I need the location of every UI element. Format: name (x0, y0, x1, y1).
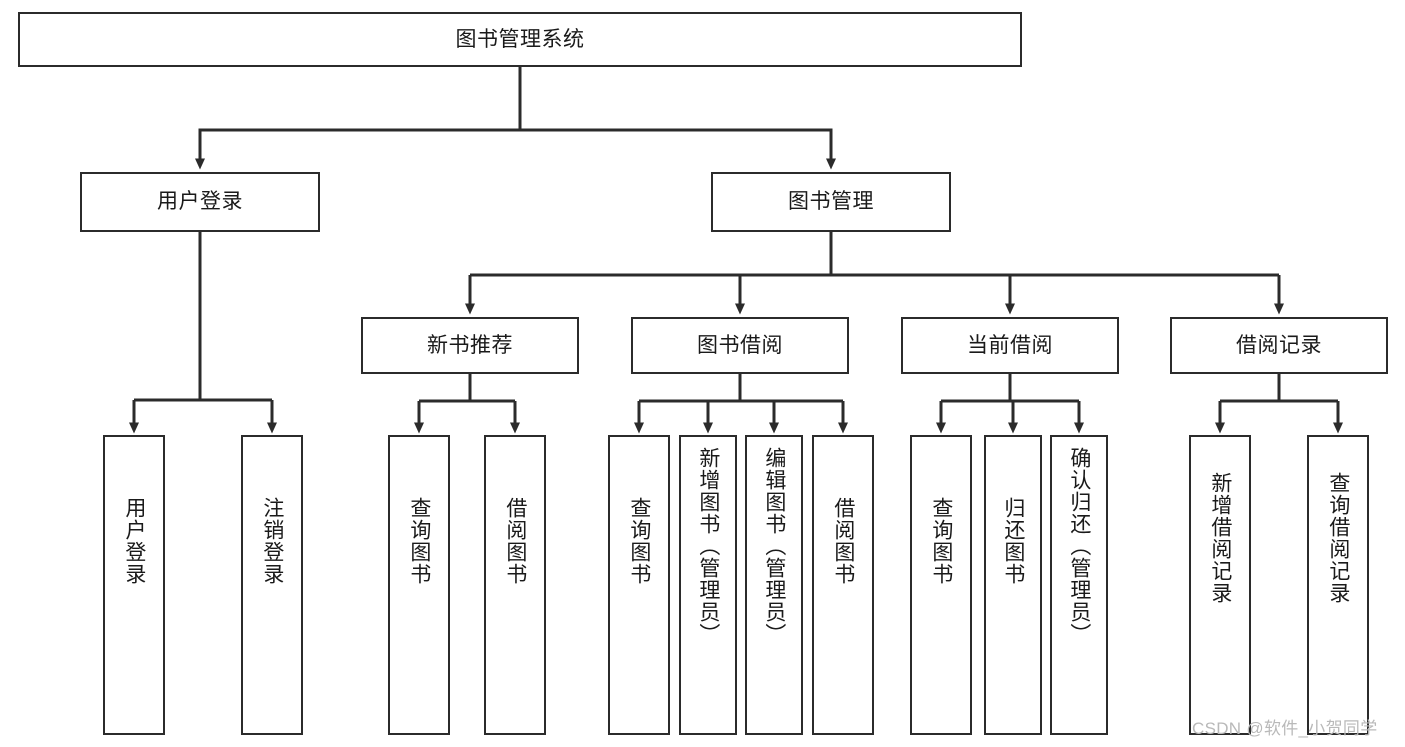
node-leaf-borrow-book-1[interactable]: 借阅图书 (484, 435, 546, 735)
edge-root-to-user-login (195, 67, 522, 170)
csdn-watermark: CSDN @软件_小贺同学 (1192, 719, 1378, 738)
edges-bookborrow-leaves (634, 374, 848, 434)
node-leaf-query-record[interactable]: 查询借阅记录 (1307, 435, 1369, 735)
node-leaf-query-record-label: 查询借阅记录 (1326, 472, 1350, 604)
edges-userlogin-leaves (129, 232, 277, 434)
node-leaf-return-book[interactable]: 归还图书 (984, 435, 1042, 735)
edges-currentborrow-leaves (936, 374, 1084, 434)
node-leaf-edit-book[interactable]: 编辑图书（管理员） (745, 435, 803, 735)
node-leaf-add-book[interactable]: 新增图书（管理员） (679, 435, 737, 735)
node-leaf-add-record[interactable]: 新增借阅记录 (1189, 435, 1251, 735)
node-new-book-recommend[interactable]: 新书推荐 (361, 317, 579, 374)
edges-root-level2 (195, 67, 836, 170)
node-book-manage[interactable]: 图书管理 (711, 172, 951, 232)
edges-bookmanage-level3 (465, 232, 1284, 315)
node-new-book-recommend-label: 新书推荐 (427, 333, 513, 357)
node-leaf-add-book-label: 新增图书（管理员） (696, 447, 720, 645)
node-leaf-query-book-3-label: 查询图书 (929, 497, 953, 585)
node-leaf-borrow-book-2-label: 借阅图书 (831, 497, 855, 585)
node-leaf-query-book-2-label: 查询图书 (627, 497, 651, 585)
node-leaf-query-book-2[interactable]: 查询图书 (608, 435, 670, 735)
node-leaf-query-book-3[interactable]: 查询图书 (910, 435, 972, 735)
node-leaf-edit-book-label: 编辑图书（管理员） (762, 447, 786, 645)
node-borrow-record[interactable]: 借阅记录 (1170, 317, 1388, 374)
node-user-login-label: 用户登录 (157, 190, 243, 214)
node-leaf-borrow-book-2[interactable]: 借阅图书 (812, 435, 874, 735)
node-leaf-confirm-return[interactable]: 确认归还（管理员） (1050, 435, 1108, 735)
node-leaf-user-login[interactable]: 用户登录 (103, 435, 165, 735)
node-book-manage-label: 图书管理 (788, 190, 874, 214)
node-leaf-add-record-label: 新增借阅记录 (1208, 472, 1232, 604)
node-leaf-user-logout[interactable]: 注销登录 (241, 435, 303, 735)
edges-borrowrecord-leaves (1215, 374, 1343, 434)
edges-newbook-leaves (414, 374, 520, 434)
node-root[interactable]: 图书管理系统 (18, 12, 1022, 67)
node-leaf-return-book-label: 归还图书 (1001, 497, 1025, 585)
node-leaf-query-book-1-label: 查询图书 (407, 497, 431, 585)
node-current-borrow[interactable]: 当前借阅 (901, 317, 1119, 374)
edge-root-to-book-manage (520, 128, 836, 170)
node-book-borrow-label: 图书借阅 (697, 333, 783, 357)
node-root-label: 图书管理系统 (455, 27, 585, 51)
node-book-borrow[interactable]: 图书借阅 (631, 317, 849, 374)
node-leaf-user-logout-label: 注销登录 (260, 497, 284, 585)
node-borrow-record-label: 借阅记录 (1236, 333, 1322, 357)
node-user-login[interactable]: 用户登录 (80, 172, 320, 232)
node-leaf-confirm-return-label: 确认归还（管理员） (1067, 447, 1091, 645)
node-leaf-user-login-label: 用户登录 (122, 497, 146, 585)
node-leaf-borrow-book-1-label: 借阅图书 (503, 497, 527, 585)
node-current-borrow-label: 当前借阅 (967, 333, 1053, 357)
node-leaf-query-book-1[interactable]: 查询图书 (388, 435, 450, 735)
